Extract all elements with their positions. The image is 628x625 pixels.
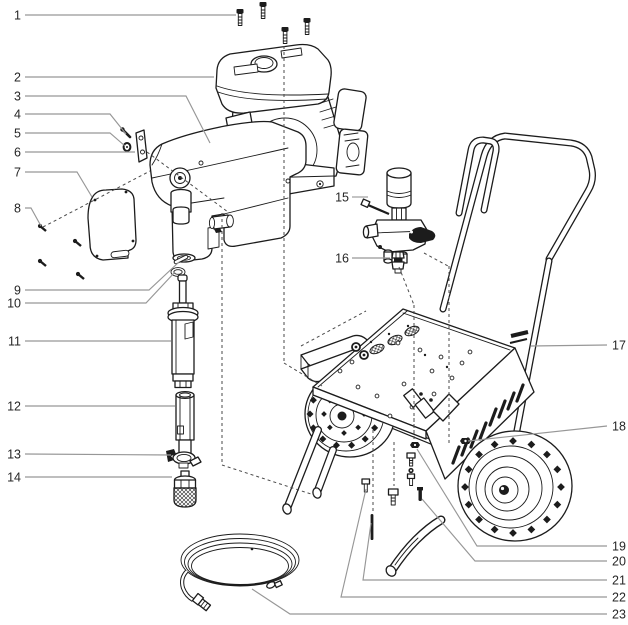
- callout-3-leader: [25, 95, 211, 144]
- callout-8: 8: [14, 202, 21, 216]
- callout-12: 12: [7, 400, 21, 414]
- cart-fasteners: [361, 438, 471, 540]
- callout-22: 22: [612, 591, 626, 605]
- screw-stack: [406, 452, 416, 486]
- inlet-strainer-illustration: [173, 470, 197, 508]
- callout-5: 5: [14, 127, 21, 141]
- callout-20: 20: [612, 555, 626, 569]
- right-wheel-illustration: [457, 430, 573, 542]
- callout-19-leader: [416, 448, 607, 547]
- alignment-dashed-lines: [42, 46, 450, 511]
- pump-housing-illustration: [149, 120, 307, 263]
- callout-17-leader: [530, 344, 608, 347]
- callout-6: 6: [14, 146, 21, 160]
- callout-13-leader: [24, 453, 172, 456]
- hook-pin: [417, 487, 423, 501]
- engine-mount-bolts: [236, 2, 311, 44]
- callout-2: 2: [14, 71, 21, 85]
- callout-11: 11: [8, 335, 21, 349]
- callout-17: 17: [612, 339, 626, 353]
- callout-21-leader: [362, 522, 607, 581]
- callout-7: 7: [14, 166, 21, 180]
- callout-labels: 1 2 3 4 5 6 7 8 9 10 11 12 13 14 15 16 1…: [7, 9, 626, 622]
- slide-plate-hardware: [120, 127, 148, 163]
- cart-handle-illustration: [439, 132, 596, 466]
- panel-label-plate: [432, 393, 460, 422]
- callout-18-leader: [467, 425, 608, 442]
- callout-9-leader: [25, 261, 180, 291]
- side-panel-illustration: [425, 347, 535, 480]
- kickstand-illustration: [385, 515, 446, 577]
- suction-tube-illustration: [175, 390, 195, 455]
- pin-and-oring: [170, 254, 189, 277]
- cover-screws: [37, 223, 85, 280]
- valve-fitting: [391, 251, 405, 274]
- cart-legs: [282, 426, 337, 515]
- callout-1: 1: [14, 9, 21, 23]
- callout-9: 9: [14, 284, 21, 298]
- callout-23: 23: [612, 608, 626, 622]
- hose-fitting: [191, 592, 212, 612]
- callout-10-leader: [25, 271, 176, 304]
- callout-23-leader: [251, 588, 607, 615]
- clamp-illustration: [166, 449, 202, 469]
- center-bolt: [387, 488, 399, 506]
- callout-16: 16: [335, 252, 349, 266]
- pressure-valve-illustration: [360, 167, 436, 264]
- front-cover-illustration: [87, 188, 137, 261]
- callout-leaders: [24, 14, 608, 615]
- callout-8-leader: [25, 207, 42, 227]
- callout-18: 18: [612, 420, 626, 434]
- callout-7-leader: [25, 171, 93, 198]
- long-pin: [370, 514, 374, 540]
- callout-10: 10: [7, 297, 21, 311]
- callout-21: 21: [612, 574, 626, 588]
- callout-4: 4: [14, 108, 21, 122]
- callout-3: 3: [14, 90, 21, 104]
- callout-19: 19: [612, 540, 626, 554]
- hose-illustration: [180, 533, 300, 612]
- callout-14: 14: [7, 471, 21, 485]
- callout-15: 15: [335, 191, 349, 205]
- callout-5-leader: [25, 132, 126, 147]
- fluid-section-illustration: [167, 274, 199, 389]
- callout-4-leader: [25, 113, 127, 135]
- callout-20-leader: [421, 498, 607, 562]
- callout-13: 13: [7, 448, 21, 462]
- mounting-plate-illustration: [312, 308, 516, 440]
- callout-22-leader: [340, 488, 607, 598]
